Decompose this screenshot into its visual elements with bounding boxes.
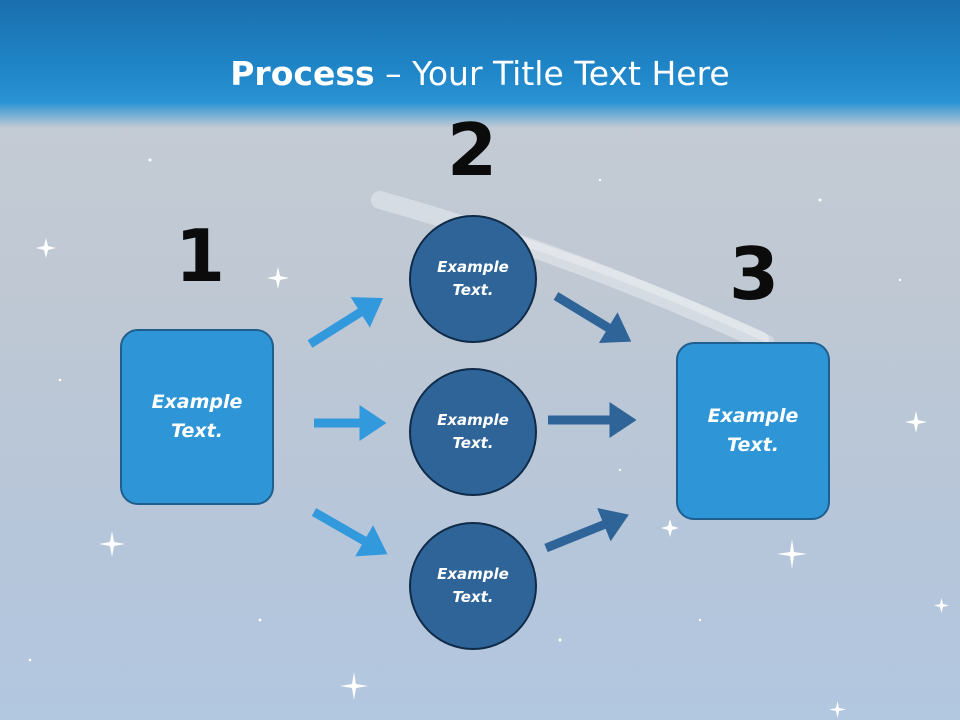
circle-middle: Example Text. [409, 368, 537, 496]
arrow-box-to-circle-top [307, 297, 384, 348]
circle-middle-text: Example Text. [437, 411, 509, 452]
arrow-circle-bottom-to-box [544, 507, 629, 553]
arrow-circle-top-to-box [553, 292, 632, 344]
left-box-text: Example Text. [151, 391, 243, 442]
right-box-text: Example Text. [707, 405, 799, 456]
circle-top-text: Example Text. [437, 258, 509, 299]
step-number-2: 2 [446, 108, 498, 192]
circle-bottom: Example Text. [409, 522, 537, 650]
circle-bottom-text: Example Text. [437, 565, 509, 606]
left-step-box: Example Text. [120, 329, 274, 505]
title-bold: Process [230, 54, 375, 93]
title-rest: – Your Title Text Here [374, 54, 730, 93]
arrow-box-to-circle-bottom [311, 508, 388, 557]
step-number-1: 1 [174, 214, 226, 298]
page-title: Process – Your Title Text Here [0, 52, 960, 96]
right-step-box: Example Text. [676, 342, 830, 520]
circle-top: Example Text. [409, 215, 537, 343]
step-number-3: 3 [728, 232, 780, 316]
title-banner [0, 0, 960, 128]
